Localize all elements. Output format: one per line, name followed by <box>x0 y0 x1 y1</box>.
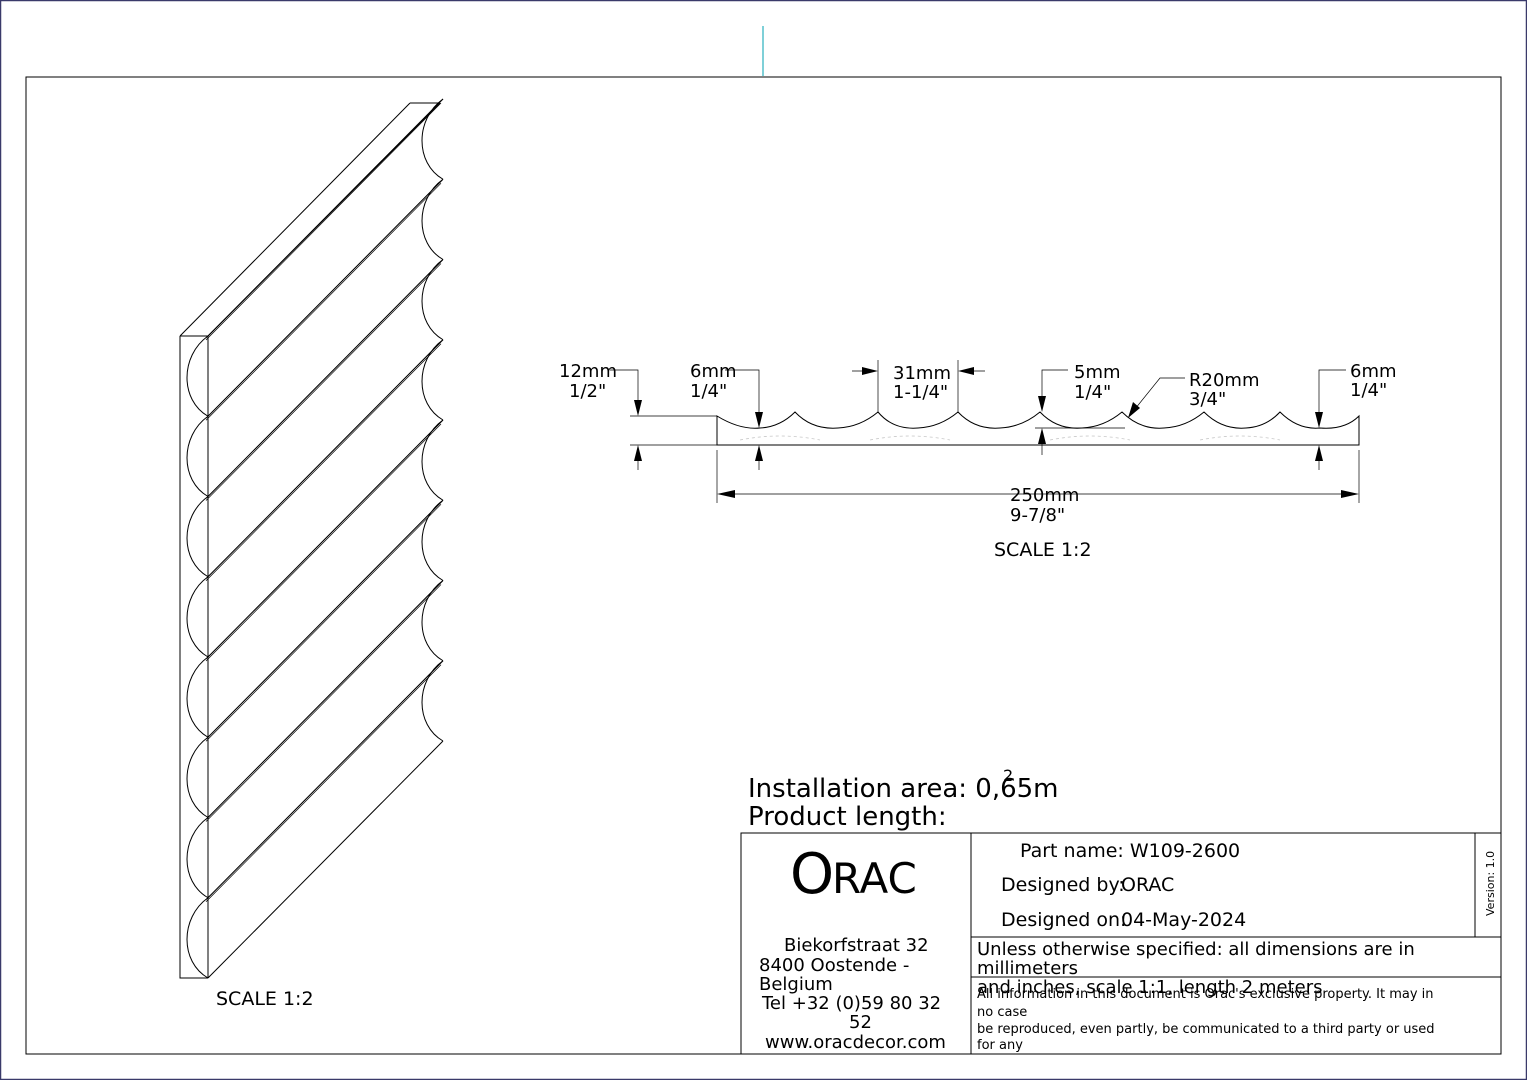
notes-line-3: and inches, scale 1:1, length 2 meters <box>977 977 1323 998</box>
iso-scallop-far <box>421 499 444 581</box>
designed-by-value: ORAC <box>1121 874 1174 896</box>
company-website: www.oracdecor.com <box>765 1032 946 1053</box>
legal-line-1: All information in this document is Orac… <box>977 987 1434 1002</box>
profile-outline <box>716 411 1360 446</box>
address-line-2: 8400 Oostende - <box>759 955 909 976</box>
dim-radius-mm: R20mm <box>1189 370 1259 391</box>
dim-pitch-in: 1-1/4" <box>893 382 948 403</box>
iso-ridge-line <box>205 504 442 742</box>
drawing-frame <box>25 76 1502 1055</box>
iso-scallop <box>186 736 209 818</box>
iso-scallop-far <box>421 580 444 662</box>
iso-scallop-far <box>421 339 444 421</box>
iso-ridge-line <box>205 263 442 501</box>
dim-thickness-in: 1/2" <box>569 381 606 402</box>
iso-ridge-line <box>205 582 442 820</box>
dim-width-in: 9-7/8" <box>1010 505 1065 526</box>
isometric-ridges <box>186 98 444 979</box>
designed-by-label: Designed by: <box>1001 874 1125 896</box>
legal-line-4: for any <box>977 1038 1023 1053</box>
designed-on-value: 04-May-2024 <box>1121 909 1246 931</box>
dim-radius-in: 3/4" <box>1189 389 1226 410</box>
installation-area-sup: 2 <box>1003 766 1013 785</box>
iso-scallop <box>186 415 209 497</box>
dim-groove-mm: 5mm <box>1074 362 1121 383</box>
version-label: Version: 1.0 <box>1484 851 1497 916</box>
part-name: Part name: W109-2600 <box>1020 840 1240 862</box>
iso-scallop <box>186 656 209 738</box>
title-block <box>740 832 1502 1055</box>
iso-scallop <box>186 496 209 578</box>
iso-scallop-far <box>421 178 444 260</box>
iso-ridge-line <box>205 341 442 579</box>
isometric-panel-view <box>179 98 444 979</box>
iso-ridge-line <box>205 662 442 900</box>
iso-scallop <box>186 897 209 979</box>
dim-width-mm: 250mm <box>1010 485 1079 506</box>
section-scale-label: SCALE 1:2 <box>994 539 1092 561</box>
address-phone-cont: 52 <box>849 1012 872 1033</box>
iso-top-edge <box>207 102 441 337</box>
designed-on-label: Designed on: <box>1001 909 1126 931</box>
iso-scale-label: SCALE 1:2 <box>216 988 314 1010</box>
iso-ridge-line <box>205 261 442 499</box>
dim-pitch-mm: 31mm <box>893 363 951 384</box>
iso-ridge-line <box>205 183 442 421</box>
product-length: Product length: <box>748 802 947 832</box>
iso-ridge-line <box>205 664 442 902</box>
company-logo-rest: RAC <box>832 854 917 903</box>
address-line-3: Belgium <box>759 974 833 995</box>
iso-ridge-line <box>205 102 442 341</box>
iso-ridge-line <box>205 502 442 740</box>
iso-scallop-far <box>421 660 444 742</box>
iso-ridge-line <box>205 343 442 581</box>
section-profile-view <box>610 360 1360 503</box>
iso-scallop-far <box>421 259 444 341</box>
iso-ridge-line <box>205 584 442 822</box>
iso-ridge-line <box>205 421 442 660</box>
installation-area: Installation area: 0,65m <box>748 774 1059 804</box>
dim-groove-in: 1/4" <box>1074 382 1111 403</box>
iso-scallop <box>186 335 209 417</box>
iso-scallop <box>186 576 209 658</box>
dim-edge-left-in: 1/4" <box>690 381 727 402</box>
address-line-1: Biekorfstraat 32 <box>784 935 929 956</box>
iso-ridge-line <box>205 423 442 662</box>
iso-scallop-far <box>421 98 444 180</box>
notes-line-2: millimeters <box>977 958 1078 979</box>
iso-ridge-line <box>205 181 442 419</box>
address-phone: Tel +32 (0)59 80 32 <box>761 993 941 1014</box>
iso-scallop-far <box>421 419 444 501</box>
iso-scallop <box>186 817 209 899</box>
dim-edge-left-mm: 6mm <box>690 361 737 382</box>
legal-line-2: no case <box>977 1005 1027 1020</box>
dim-thickness-mm: 12mm <box>559 361 617 382</box>
company-logo: O <box>790 842 834 907</box>
dim-edge-right-in: 1/4" <box>1350 380 1387 401</box>
legal-line-3: be reproduced, even partly, be communica… <box>977 1022 1435 1037</box>
notes-line-1: Unless otherwise specified: all dimensio… <box>977 939 1415 960</box>
dim-edge-right-mm: 6mm <box>1350 361 1397 382</box>
